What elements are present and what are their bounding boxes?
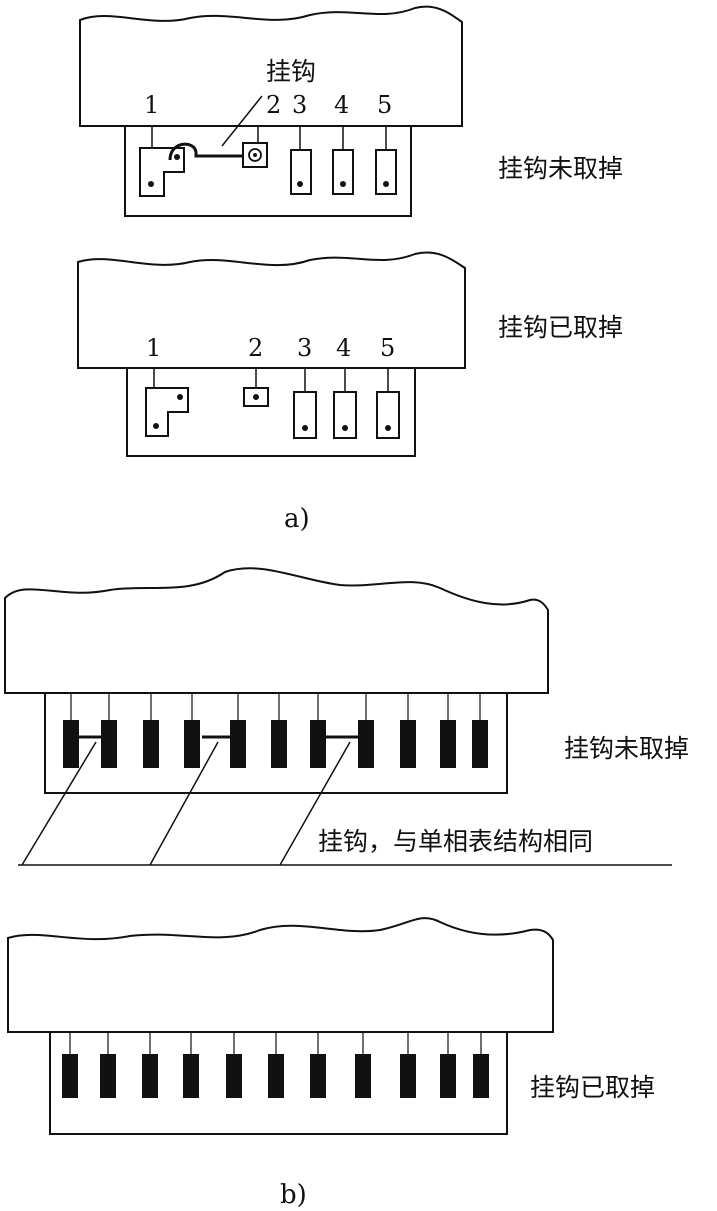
terminal-block: [44, 692, 508, 794]
terminal-number-4: 4: [336, 334, 351, 362]
terminal-11: [472, 720, 488, 768]
terminal-number-3: 3: [297, 334, 312, 362]
terminal-block: [124, 125, 412, 217]
terminal-4: [184, 720, 200, 768]
terminal-5: [376, 391, 400, 439]
terminal-9: [400, 720, 416, 768]
terminal-2: [100, 1054, 116, 1098]
terminal-11: [473, 1054, 489, 1098]
state-label-hook-removed: 挂钩已取掉: [498, 313, 623, 342]
meter-body: [7, 917, 554, 1033]
terminal-3: [142, 1054, 158, 1098]
terminal-5: [226, 1054, 242, 1098]
hook-leader-3: [279, 741, 351, 866]
terminal-10: [440, 720, 456, 768]
terminal-2: [243, 387, 269, 407]
terminal-number-5: 5: [380, 334, 395, 362]
terminal-1: [63, 720, 79, 768]
three-phase-meter-hooks-attached: 挂钩未取掉 挂钩，与单相表结构相同: [4, 567, 689, 866]
terminal-block: [49, 1031, 508, 1135]
terminal-3: [143, 720, 159, 768]
hook-leader-1: [21, 741, 97, 866]
terminal-5: [230, 720, 246, 768]
hook-label: 挂钩: [266, 57, 316, 86]
hook-leader-line: [221, 95, 263, 147]
hook-leader-2: [149, 741, 219, 866]
terminal-number-5: 5: [377, 91, 392, 119]
meter-body: [77, 251, 466, 369]
hook-link: [168, 142, 244, 161]
terminal-4: [183, 1054, 199, 1098]
state-label-hooks-removed: 挂钩已取掉: [530, 1073, 655, 1102]
terminal-row: [62, 1032, 489, 1098]
terminal-8: [358, 720, 374, 768]
terminal-number-1: 1: [144, 91, 159, 119]
terminal-3: [290, 149, 312, 195]
terminal-9: [400, 1054, 416, 1098]
terminal-block: [126, 367, 416, 457]
terminal-6: [271, 720, 287, 768]
caption-b: b): [280, 1180, 307, 1210]
three-phase-meter-hooks-removed: 挂钩已取掉: [7, 917, 655, 1135]
terminal-4: [333, 391, 357, 439]
terminal-number-2: 2: [266, 91, 281, 119]
single-phase-meter-hook-removed: 1 2 3 4 5 挂钩已取掉: [77, 251, 623, 457]
caption-a: a): [284, 504, 310, 534]
terminal-4: [332, 149, 354, 195]
state-label-hook-attached: 挂钩未取掉: [498, 154, 623, 183]
terminal-1: [145, 387, 189, 437]
meter-body: [4, 567, 549, 694]
state-label-hooks-attached: 挂钩未取掉: [564, 734, 689, 763]
terminal-7: [310, 1054, 326, 1098]
terminal-row: [63, 693, 488, 768]
terminal-10: [440, 1054, 456, 1098]
terminal-2: [242, 142, 268, 168]
terminal-1: [139, 147, 185, 197]
terminal-8: [355, 1054, 371, 1098]
meter-body: [79, 5, 463, 127]
single-phase-meter-hook-attached: 1 2 3 4 5 挂钩 挂钩未取掉: [79, 5, 623, 217]
terminal-6: [268, 1054, 284, 1098]
terminal-1: [62, 1054, 78, 1098]
terminal-number-2: 2: [248, 334, 263, 362]
hook-note-label: 挂钩，与单相表结构相同: [318, 827, 593, 856]
terminal-number-4: 4: [334, 91, 349, 119]
terminal-number-3: 3: [292, 91, 307, 119]
terminal-number-1: 1: [146, 334, 161, 362]
terminal-3: [293, 391, 317, 439]
terminal-2: [101, 720, 117, 768]
terminal-5: [375, 149, 397, 195]
terminal-7: [310, 720, 326, 768]
